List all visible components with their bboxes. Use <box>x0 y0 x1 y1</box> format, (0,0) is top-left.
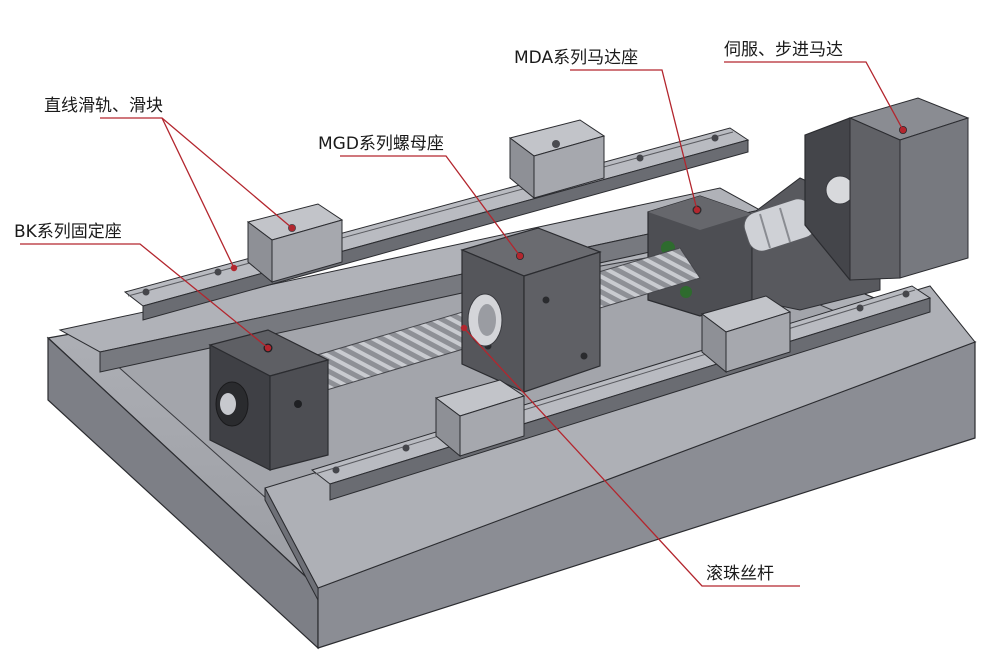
label-ball-screw: 滚珠丝杆 <box>706 564 774 584</box>
leader-motor <box>724 61 904 131</box>
leader-rail-1 <box>100 117 293 229</box>
leader-mgd <box>340 155 521 257</box>
front-slider-block-left <box>434 379 526 458</box>
front-ledge-face <box>264 487 319 601</box>
label-bk-fixed-support: BK系列固定座 <box>14 222 122 242</box>
nut-housing-block <box>460 227 602 393</box>
label-mgd-nut-housing: MGD系列螺母座 <box>318 134 444 154</box>
servo-stepper-motor <box>848 97 970 281</box>
back-slider-block-right <box>508 119 606 200</box>
front-slider-block-right <box>700 295 792 374</box>
back-slider-block-left <box>246 203 344 284</box>
label-mda-motor-mount: MDA系列马达座 <box>514 48 639 68</box>
bk-fixed-support <box>208 329 330 471</box>
label-linear-rail-slider: 直线滑轨、滑块 <box>44 96 163 116</box>
callout-leaders <box>20 61 907 587</box>
leader-screw <box>463 327 800 587</box>
leader-rail-2 <box>161 117 235 269</box>
leader-bk <box>20 243 269 349</box>
leader-mda <box>570 69 698 211</box>
label-servo-stepper-motor: 伺服、步进马达 <box>724 40 843 60</box>
